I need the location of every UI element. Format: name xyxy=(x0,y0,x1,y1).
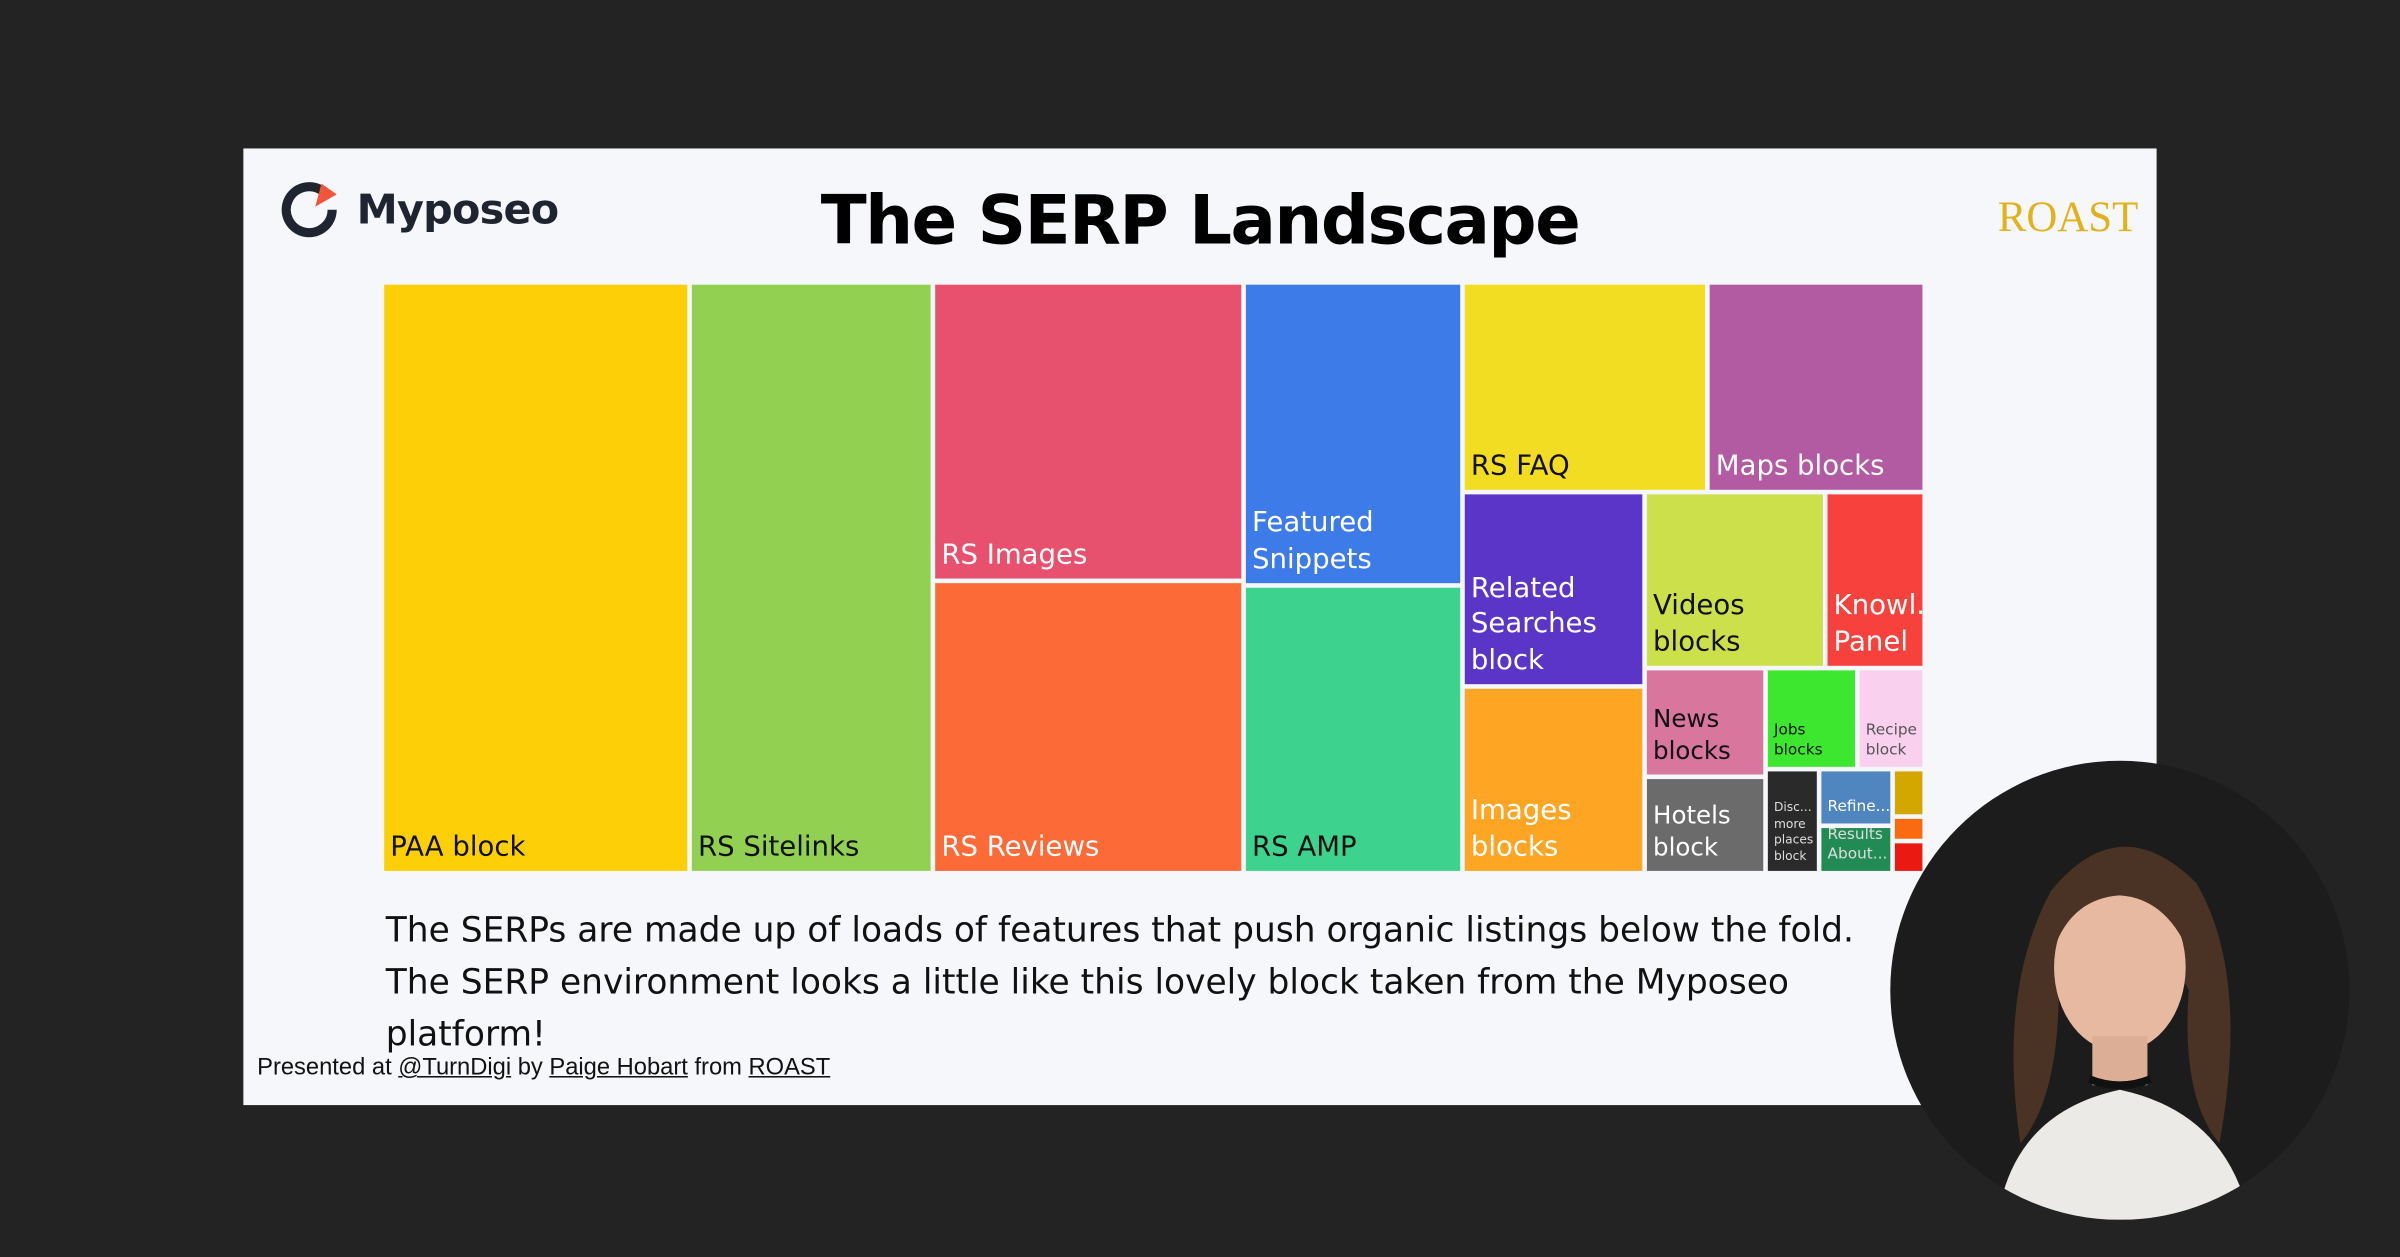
treemap-cell: Jobs blocks xyxy=(1767,670,1856,767)
treemap-cell-label: Hotels block xyxy=(1653,801,1731,863)
presenter-webcam xyxy=(1890,760,2350,1220)
treemap-cell-label: Related Searches block xyxy=(1470,572,1597,676)
treemap-cell: Videos blocks xyxy=(1646,494,1823,666)
treemap-cell: Refine... xyxy=(1821,771,1891,824)
treemap-cell: RS AMP xyxy=(1245,587,1461,871)
treemap-cell-label: Refine... xyxy=(1827,798,1891,816)
roast-logo: ROAST xyxy=(1997,194,2139,242)
twitter-handle-link[interactable]: @TurnDigi xyxy=(398,1054,512,1081)
treemap-cell: Recipe block xyxy=(1859,670,1923,767)
treemap-cell-label: RS AMP xyxy=(1252,830,1357,863)
treemap-cell-label: RS FAQ xyxy=(1470,449,1570,482)
presenter-credit: Presented at @TurnDigi by Paige Hobart f… xyxy=(257,1055,830,1083)
treemap-cell: RS Sitelinks xyxy=(691,284,931,871)
treemap-cell-label: Featured Snippets xyxy=(1252,506,1374,575)
treemap-cell xyxy=(1894,818,1923,839)
treemap-cell: RS Images xyxy=(935,284,1242,579)
company-link[interactable]: ROAST xyxy=(748,1054,831,1081)
slide-caption: The SERPs are made up of loads of featur… xyxy=(385,910,1854,1055)
treemap-cell-label: RS Reviews xyxy=(941,830,1100,863)
credit-prefix: Presented at xyxy=(257,1054,399,1081)
treemap-cell: Related Searches block xyxy=(1464,494,1643,685)
treemap-cell-label: Disc... more places block xyxy=(1773,801,1814,863)
treemap-cell-label: Knowl... Panel xyxy=(1833,589,1923,658)
treemap-cell: RS FAQ xyxy=(1464,284,1706,490)
treemap-cell: Maps blocks xyxy=(1709,284,1923,490)
treemap-cell: Hotels block xyxy=(1646,779,1764,871)
presenter-link[interactable]: Paige Hobart xyxy=(549,1054,688,1081)
treemap-cell-label: RS Sitelinks xyxy=(697,830,860,863)
myposeo-logo-icon xyxy=(281,182,337,238)
treemap-cell-label: PAA block xyxy=(390,830,526,863)
credit-by: by xyxy=(511,1054,550,1081)
treemap-cell: News blocks xyxy=(1646,670,1764,775)
treemap-cell-label: Videos blocks xyxy=(1653,589,1745,658)
treemap-cell: Featured Snippets xyxy=(1245,284,1461,584)
slide-title: The SERP Landscape xyxy=(820,182,1581,261)
treemap-cell xyxy=(1894,843,1923,871)
treemap-cell: Disc... more places block xyxy=(1767,771,1817,871)
treemap-cell: See Results About... xyxy=(1821,828,1891,871)
treemap-cell-label: News blocks xyxy=(1653,704,1731,766)
slide: Myposeo The SERP Landscape ROAST PAA blo… xyxy=(243,148,2157,1106)
credit-from: from xyxy=(687,1054,749,1081)
treemap-cell-label: Images blocks xyxy=(1470,794,1572,863)
treemap-cell-label: See Results About... xyxy=(1827,828,1888,864)
treemap-cell-label: Recipe block xyxy=(1865,722,1917,760)
treemap-cell: Images blocks xyxy=(1464,688,1643,871)
treemap-cell-label: Maps blocks xyxy=(1715,449,1885,482)
treemap-cell: PAA block xyxy=(384,284,688,871)
presenter-photo xyxy=(1997,846,2250,1220)
treemap-cell-label: RS Images xyxy=(941,538,1088,571)
treemap-cell: Knowl... Panel xyxy=(1827,494,1923,666)
treemap-cell-label: Jobs blocks xyxy=(1773,722,1823,760)
treemap-cell: RS Reviews xyxy=(935,583,1242,871)
logo-text: Myposeo xyxy=(356,185,559,234)
myposeo-logo: Myposeo xyxy=(280,179,559,240)
treemap-cell xyxy=(1894,771,1923,815)
